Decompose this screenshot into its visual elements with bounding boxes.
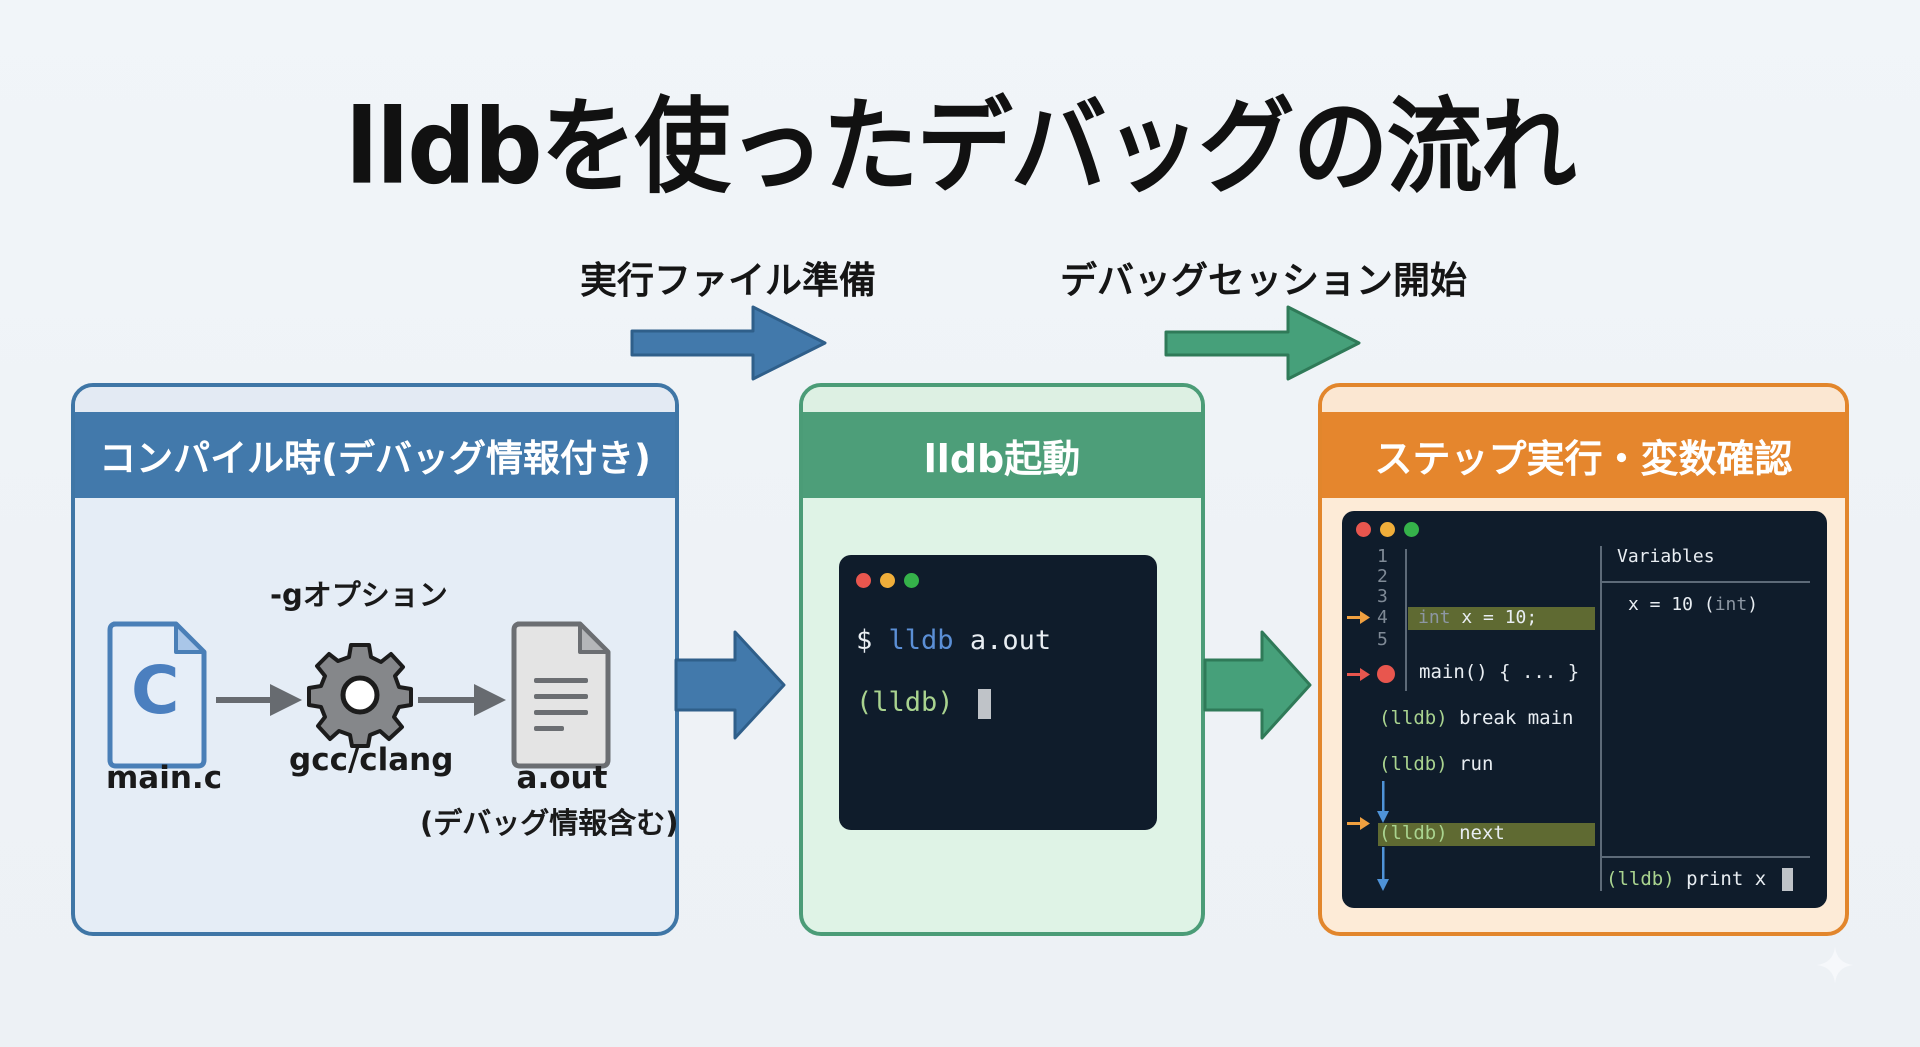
command-line: (lldb) run (1379, 753, 1493, 775)
window-close-dot (856, 573, 871, 588)
panel-step-header: ステップ実行・変数確認 (1322, 412, 1845, 498)
arrow-to-step-icon (1203, 630, 1312, 740)
current-line-arrow-icon (1347, 611, 1370, 624)
arrow-to-launch-icon (674, 630, 786, 740)
c-source-file-icon (107, 621, 207, 769)
console-rule (1600, 856, 1810, 858)
launch-terminal: $ lldb a.out (lldb) (839, 555, 1157, 830)
sparkle-icon (1817, 947, 1853, 983)
shell-prompt: $ (856, 625, 873, 656)
compiler-label: gcc/clang (289, 742, 454, 778)
line-number: 4 (1377, 607, 1388, 628)
variable-type: int (1714, 594, 1748, 615)
variables-header-rule (1600, 581, 1810, 583)
terminal-command-line: $ lldb a.out (856, 625, 1051, 656)
lldb-target: a.out (969, 625, 1052, 656)
gear-icon (307, 643, 413, 748)
lldb-prompt: (lldb) (1606, 868, 1675, 890)
lldb-command: next (1459, 822, 1505, 844)
lldb-command: lldb (888, 625, 954, 656)
panel-step-cap (1322, 387, 1845, 412)
variables-pane-divider (1600, 546, 1602, 891)
step-down-arrow-icon (1377, 781, 1389, 823)
panel-compile-header: コンパイル時(デバッグ情報付き) (75, 412, 675, 498)
output-file-sublabel: (デバッグ情報含む) (420, 806, 679, 840)
g-option-label: -gオプション (270, 578, 448, 612)
lldb-command: break main (1459, 707, 1574, 729)
current-line-highlight (1408, 607, 1595, 630)
window-maximize-dot (1404, 522, 1419, 537)
line-number: 5 (1377, 629, 1388, 650)
arrow-session-icon (1164, 305, 1361, 381)
window-minimize-dot (880, 573, 895, 588)
lldb-prompt: (lldb) (1379, 753, 1448, 775)
terminal-cursor (1781, 868, 1793, 891)
console-input-line[interactable]: (lldb) print x (1606, 868, 1793, 891)
step-down-arrow-icon (1377, 847, 1389, 891)
source-file-label: main.c (106, 760, 223, 796)
lldb-prompt: (lldb) (1379, 707, 1448, 729)
arrow-prepare-icon (630, 305, 827, 381)
debug-terminal: 1 2 3 4 5 int x = 10; main() { ... } (ll… (1342, 511, 1827, 908)
command-line: (lldb) break main (1379, 707, 1573, 729)
variable-entry: x = 10 (int) (1628, 594, 1758, 615)
gutter-divider (1405, 549, 1407, 691)
command-line-current: (lldb) next (1379, 822, 1505, 844)
breakpoint-icon[interactable] (1377, 665, 1395, 683)
code-keyword: int (1418, 607, 1451, 628)
variable-close: ) (1747, 594, 1759, 615)
c-letter: C (131, 652, 180, 729)
code-rest: x = 10; (1450, 607, 1538, 628)
current-line-code: int x = 10; (1418, 607, 1537, 628)
terminal-lldb-prompt-line[interactable]: (lldb) (856, 687, 991, 719)
panel-launch-header: lldb起動 (803, 412, 1201, 498)
window-close-dot (1356, 522, 1371, 537)
next-line-highlight (1378, 823, 1595, 846)
arrow-right-icon (418, 684, 506, 716)
line-number: 3 (1377, 586, 1388, 607)
lldb-command: run (1459, 753, 1494, 775)
line-number: 1 (1377, 546, 1388, 567)
variable-expr: x = 10 ( (1628, 594, 1715, 615)
breakpoint-arrow-icon (1347, 668, 1370, 681)
lldb-prompt: (lldb) (856, 687, 954, 718)
output-file-label: a.out (516, 760, 608, 796)
window-minimize-dot (1380, 522, 1395, 537)
diagram-title: lldbを使ったデバッグの流れ (345, 86, 1576, 208)
document-icon (511, 621, 611, 769)
variables-title: Variables (1617, 546, 1715, 567)
next-line-arrow-icon (1347, 817, 1370, 830)
console-command: print x (1686, 868, 1767, 890)
panel-compile-cap (75, 387, 675, 412)
panel-launch-cap (803, 387, 1201, 412)
lldb-prompt: (lldb) (1379, 822, 1448, 844)
arrow-right-icon (216, 684, 302, 716)
terminal-cursor (977, 688, 991, 719)
breakpoint-line-code: main() { ... } (1419, 661, 1580, 683)
step-label-prepare: 実行ファイル準備 (580, 259, 876, 302)
window-maximize-dot (904, 573, 919, 588)
step-label-session: デバッグセッション開始 (1060, 259, 1467, 302)
line-number: 2 (1377, 566, 1388, 587)
